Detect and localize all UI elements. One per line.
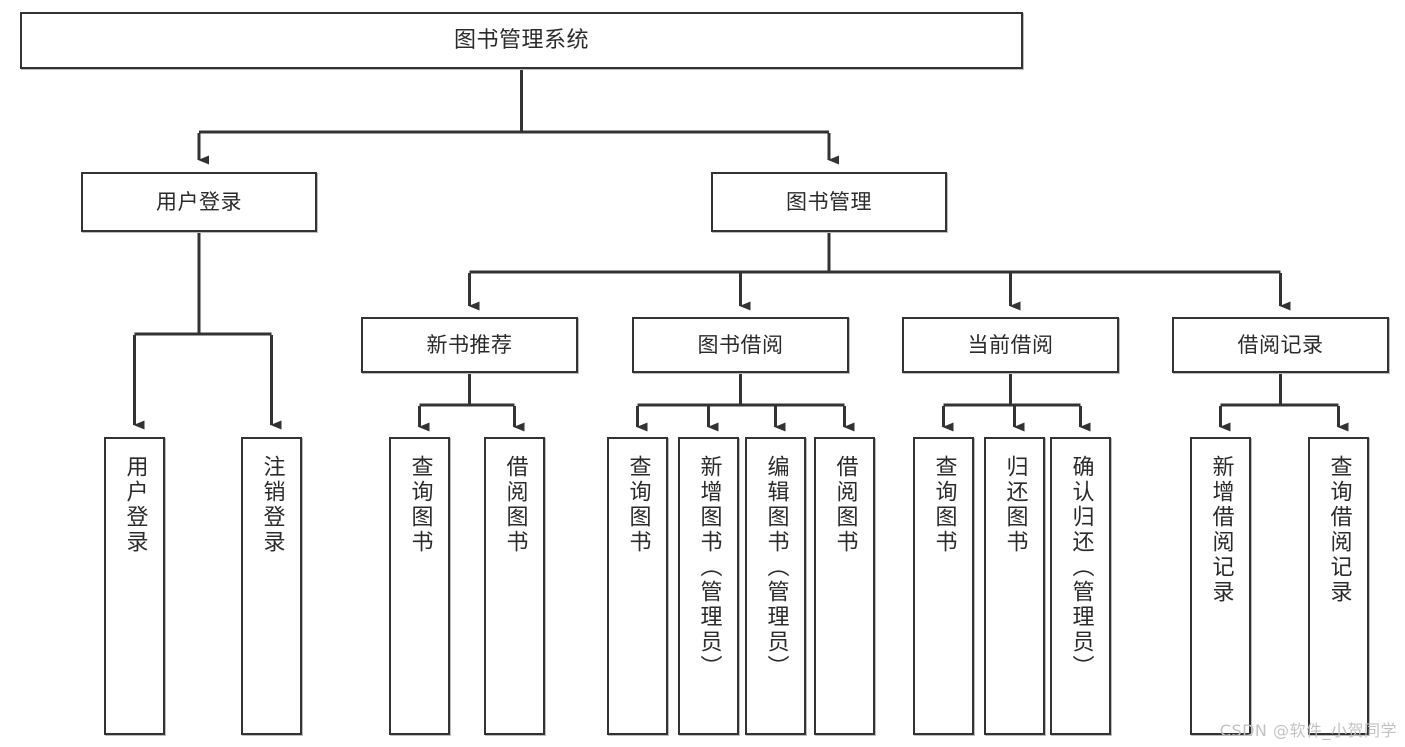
csdn-watermark: CSDN @软件_小贺同学: [1219, 721, 1397, 740]
node-leaf-br-add-record[interactable]: 新增借阅记录: [1190, 437, 1251, 735]
node-label-user-login: 用户登录: [156, 189, 242, 214]
node-book-borrow[interactable]: 图书借阅: [632, 317, 849, 373]
node-label-book-manage: 图书管理: [786, 189, 872, 214]
node-leaf-cb-query-book[interactable]: 查询图书: [913, 437, 974, 735]
node-label-leaf-bb-edit-book: 编辑图书（管理员）: [763, 455, 789, 680]
node-label-current-borrow: 当前借阅: [967, 332, 1054, 357]
node-label-root: 图书管理系统: [453, 27, 589, 53]
node-leaf-bb-edit-book[interactable]: 编辑图书（管理员）: [745, 437, 806, 735]
node-label-new-book-rec: 新书推荐: [426, 332, 513, 357]
node-user-login[interactable]: 用户登录: [81, 172, 317, 232]
node-leaf-br-query-record[interactable]: 查询借阅记录: [1308, 437, 1369, 735]
node-label-leaf-cb-return-book: 归还图书: [1002, 455, 1028, 555]
node-borrow-record[interactable]: 借阅记录: [1172, 317, 1389, 373]
node-current-borrow[interactable]: 当前借阅: [902, 317, 1119, 373]
node-leaf-rec-query-book[interactable]: 查询图书: [389, 437, 450, 735]
node-leaf-user-login[interactable]: 用户登录: [104, 437, 165, 735]
node-leaf-bb-add-book[interactable]: 新增图书（管理员）: [678, 437, 739, 735]
node-new-book-rec[interactable]: 新书推荐: [361, 317, 578, 373]
node-label-borrow-record: 借阅记录: [1237, 332, 1324, 357]
node-label-leaf-bb-add-book: 新增图书（管理员）: [696, 455, 722, 680]
node-root[interactable]: 图书管理系统: [20, 12, 1023, 69]
node-leaf-logout[interactable]: 注销登录: [241, 437, 302, 735]
node-label-book-borrow: 图书借阅: [697, 332, 784, 357]
node-label-leaf-cb-query-book: 查询图书: [931, 455, 957, 555]
node-leaf-cb-return-book[interactable]: 归还图书: [984, 437, 1045, 735]
node-leaf-rec-borrow-book[interactable]: 借阅图书: [484, 437, 545, 735]
node-leaf-cb-confirm-return[interactable]: 确认归还（管理员）: [1050, 437, 1111, 735]
node-label-leaf-bb-borrow-book: 借阅图书: [832, 455, 858, 555]
node-label-leaf-rec-query-book: 查询图书: [407, 455, 433, 555]
node-label-leaf-cb-confirm-return: 确认归还（管理员）: [1068, 455, 1094, 680]
node-label-leaf-bb-query-book: 查询图书: [625, 455, 651, 555]
node-leaf-bb-query-book[interactable]: 查询图书: [607, 437, 668, 735]
node-book-manage[interactable]: 图书管理: [711, 172, 947, 232]
node-label-leaf-logout: 注销登录: [259, 455, 285, 555]
node-leaf-bb-borrow-book[interactable]: 借阅图书: [814, 437, 875, 735]
node-label-leaf-br-query-record: 查询借阅记录: [1326, 455, 1352, 605]
node-label-leaf-user-login: 用户登录: [122, 455, 148, 555]
node-label-leaf-br-add-record: 新增借阅记录: [1208, 455, 1234, 605]
node-label-leaf-rec-borrow-book: 借阅图书: [502, 455, 528, 555]
